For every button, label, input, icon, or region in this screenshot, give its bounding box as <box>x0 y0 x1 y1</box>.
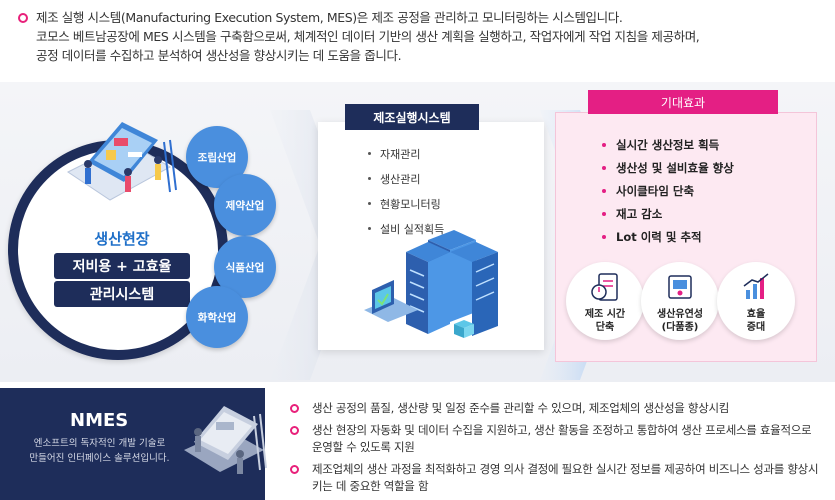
effect-circle-label-2: 증대 <box>746 322 766 333</box>
pink-ring-bullet <box>290 465 299 474</box>
effect-circle-label-2: 단축 <box>595 322 615 333</box>
nmes-desc-line-2: 만들어진 인터페이스 솔루션입니다. <box>29 453 170 464</box>
production-machine-icon <box>668 275 692 299</box>
stopwatch-checklist-icon <box>591 273 618 301</box>
industry-pharma: 제약산업 <box>214 174 276 236</box>
effect-item: 생산성 및 설비효율 향상 <box>602 160 734 176</box>
effect-item: 사이클타임 단축 <box>602 183 734 199</box>
intro-line-1: 제조 실행 시스템(Manufacturing Execution System… <box>36 10 623 25</box>
intro-line-3: 공정 데이터를 수집하고 분석하여 생산성을 향상시키는 데 도움을 줍니다. <box>36 48 402 63</box>
nmes-points-list: 생산 공정의 품질, 생산량 및 일정 준수를 관리할 수 있으며, 제조업체의… <box>290 400 820 500</box>
title-low-cost-high-efficiency: 저비용 + 고효율 <box>54 253 190 279</box>
mes-item: 설비 실적획득 <box>368 221 444 237</box>
intro-line-2: 코모스 베트남공장에 MES 시스템을 구축함으로써, 체계적인 데이터 기반의… <box>36 29 700 44</box>
nmes-desc-line-1: 엔소프트의 독자적인 개발 기술로 <box>33 438 166 449</box>
pink-ring-bullet <box>290 404 299 413</box>
title-production-site: 생산현장 <box>94 230 150 248</box>
effect-circle-flexibility: 생산유연성 (다품종) <box>641 262 719 340</box>
title-management-system: 관리시스템 <box>54 281 190 307</box>
nmes-point-text: 생산 공정의 품질, 생산량 및 일정 준수를 관리할 수 있으며, 제조업체의… <box>312 401 730 415</box>
industry-chemical: 화학산업 <box>186 286 248 348</box>
server-rack-illustration <box>364 230 498 338</box>
effect-item: Lot 이력 및 추적 <box>602 229 734 245</box>
effect-circle-label-1: 제조 시간 <box>584 309 626 320</box>
nmes-point-text: 제조업체의 생산 과정을 최적화하고 경영 의사 결정에 필요한 실시간 정보를… <box>312 462 819 493</box>
mes-feature-list: 자재관리 생산관리 현황모니터링 설비 실적획득 <box>368 146 444 246</box>
nmes-point: 생산 현장의 자동화 및 데이터 수집을 지원하고, 생산 활동을 조정하고 통… <box>290 422 820 456</box>
mes-item: 현황모니터링 <box>368 196 444 212</box>
workers-laptop-illustration <box>67 122 177 201</box>
pink-ring-bullet <box>18 13 28 23</box>
intro-text: 제조 실행 시스템(Manufacturing Execution System… <box>18 8 818 65</box>
effects-panel-header: 기대효과 <box>588 90 778 114</box>
mes-item: 생산관리 <box>368 171 444 187</box>
chart-growth-icon <box>743 273 769 299</box>
effect-circle-label-1: 생산유연성 <box>657 309 703 320</box>
nmes-point-text: 생산 현장의 자동화 및 데이터 수집을 지원하고, 생산 활동을 조정하고 통… <box>312 423 812 454</box>
effect-circle-label-1: 효율 <box>746 309 766 320</box>
nmes-laptop-illustration <box>184 406 267 474</box>
effect-circle-label-2: (다품종) <box>661 322 699 333</box>
nmes-description: 엔소프트의 독자적인 개발 기술로 만들어진 인터페이스 솔루션입니다. <box>22 436 177 466</box>
effect-item: 재고 감소 <box>602 206 734 222</box>
pink-ring-bullet <box>290 426 299 435</box>
mes-panel-header: 제조실행시스템 <box>345 104 479 130</box>
effect-item: 실시간 생산정보 획득 <box>602 137 734 153</box>
mes-panel: 자재관리 생산관리 현황모니터링 설비 실적획득 <box>318 122 544 350</box>
production-site-title: 생산현장 저비용 + 고효율 관리시스템 <box>54 228 190 309</box>
mes-item: 자재관리 <box>368 146 444 162</box>
nmes-point: 생산 공정의 품질, 생산량 및 일정 준수를 관리할 수 있으며, 제조업체의… <box>290 400 820 417</box>
nmes-title: NMES <box>70 410 129 431</box>
effects-list: 실시간 생산정보 획득 생산성 및 설비효율 향상 사이클타임 단축 재고 감소… <box>602 137 734 252</box>
nmes-point: 제조업체의 생산 과정을 최적화하고 경영 의사 결정에 필요한 실시간 정보를… <box>290 461 820 495</box>
